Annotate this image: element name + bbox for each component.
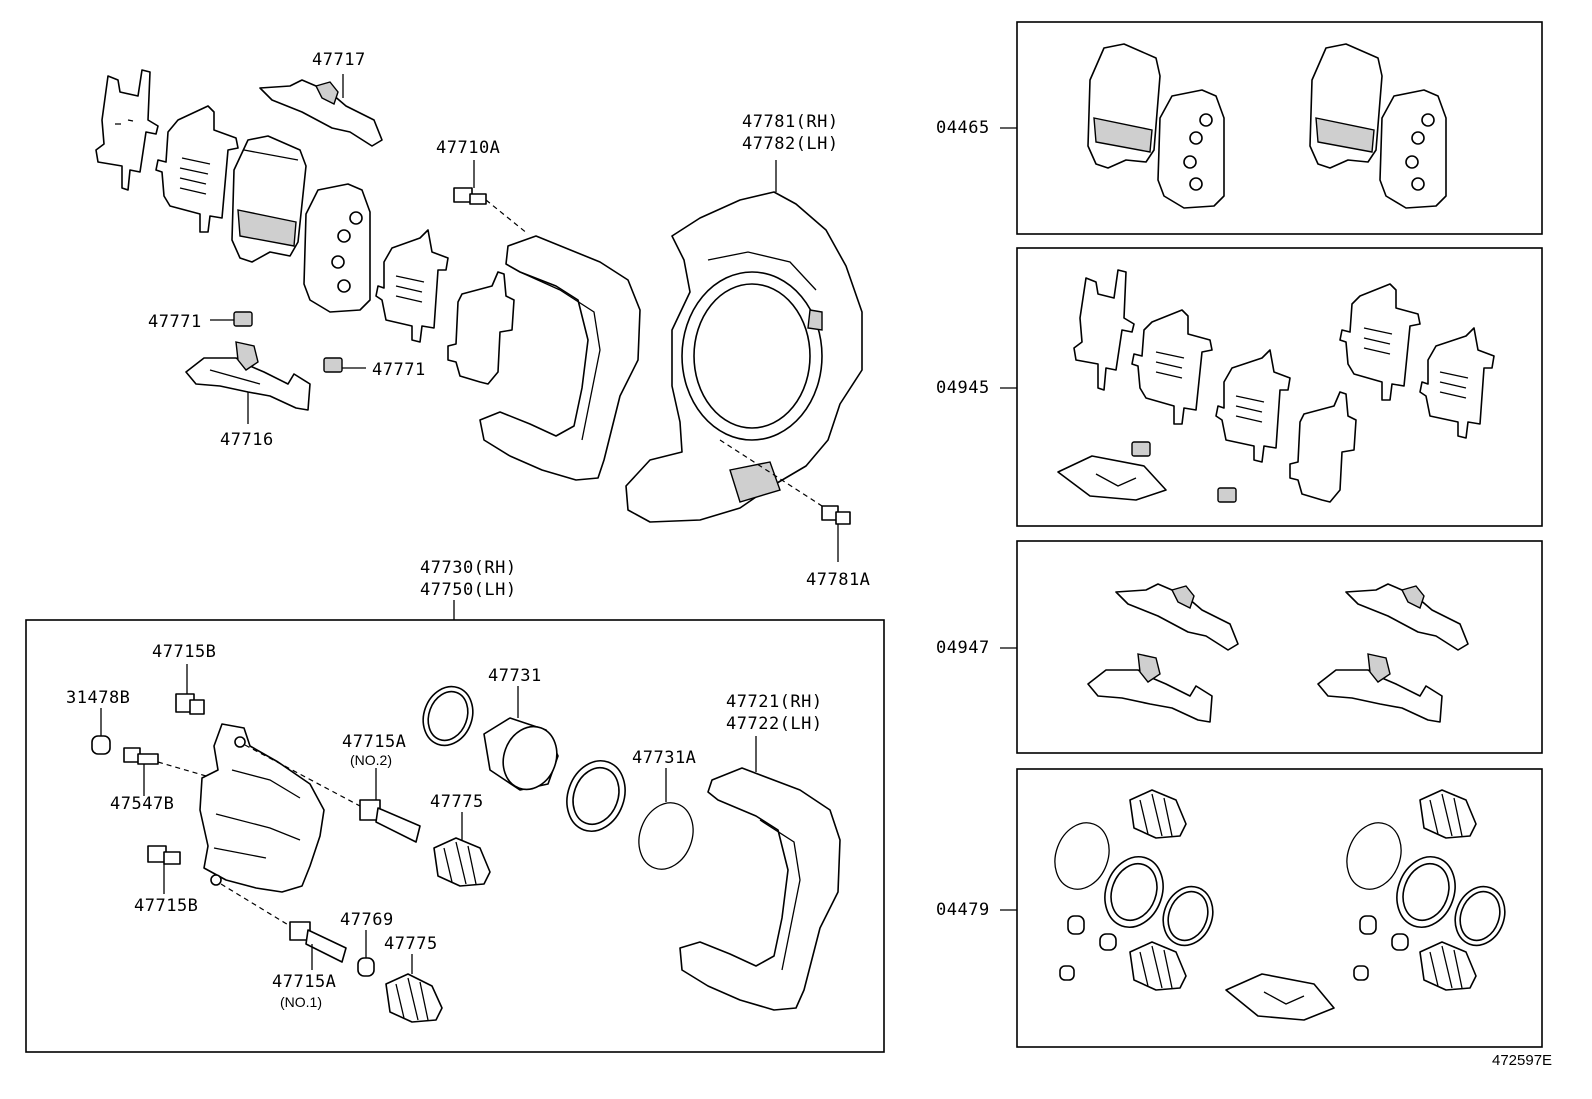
label-47771-b: 47771 [372,360,426,380]
pad-support-plate-47717 [259,74,383,147]
label-47715A-no1-sub: (NO.1) [280,994,322,1010]
label-31478B: 31478B [66,688,131,708]
label-kit-04465: 04465 [936,118,990,138]
label-47716: 47716 [220,430,274,450]
bolt-47715B-top [175,664,205,715]
piston-seal-ring [422,685,474,747]
bleeder-plug-47547B [123,747,207,796]
clip-47771-a [210,311,253,327]
boot-47775-a [433,812,491,887]
set-ring-47731A [638,768,694,870]
kit-box-04945 [1016,247,1543,527]
label-47715A-no2-sub: (NO.2) [350,752,392,768]
bolt-47710A [453,160,529,235]
label-47750-lh: 47750(LH) [420,580,517,600]
label-47715B-top: 47715B [152,642,217,662]
label-47775-a: 47775 [430,792,484,812]
kit-04479-seals [1000,789,1506,1021]
label-47731: 47731 [488,666,542,686]
label-47715B-bottom: 47715B [134,896,199,916]
slide-pin-47715A-no2 [359,768,421,843]
label-47769: 47769 [340,910,394,930]
label-47721-rh: 47721(RH) [726,692,823,712]
label-47547B: 47547B [110,794,175,814]
pad-support-plate-47716 [185,341,311,424]
caliper-assembly-box [25,619,885,1053]
label-47731A: 47731A [632,748,697,768]
kit-04947-plates [1000,583,1469,723]
label-kit-04479: 04479 [936,900,990,920]
anti-squeal-shim-inner [447,271,515,385]
anti-squeal-shim-left [155,105,239,233]
cap-31478B [91,708,111,755]
label-47771-a: 47771 [148,312,202,332]
disc-brake-cylinder-mounting [479,235,641,481]
label-47715A-no2: 47715A [342,732,407,752]
clip-47771-b [323,357,366,373]
caliper-housing [199,723,361,927]
piston-47731 [483,686,559,791]
brake-pad-outer [231,135,307,263]
bushing-47769 [357,930,375,977]
disc-brake-cylinder-mounting-lower [679,736,841,1011]
kit-04945-shims [1000,269,1495,503]
label-kit-04945: 04945 [936,378,990,398]
label-47710A: 47710A [436,138,501,158]
label-kit-04947: 04947 [936,638,990,658]
kit-box-04947 [1016,540,1543,754]
bolt-47715B-bottom [147,845,181,894]
label-47722-lh: 47722(LH) [726,714,823,734]
label-47717: 47717 [312,50,366,70]
kit-04465-pads [1000,43,1447,209]
label-47781-rh: 47781(RH) [742,112,839,132]
outer-anti-squeal-shim [95,69,159,191]
anti-squeal-shim-right [375,229,449,343]
bolt-47781A [821,505,851,562]
label-47715A-no1: 47715A [272,972,337,992]
slide-pin-47715A-no1 [289,921,347,970]
label-47782-lh: 47782(LH) [742,134,839,154]
label-47775-b: 47775 [384,934,438,954]
label-47781A: 47781A [806,570,871,590]
kit-box-04479 [1016,768,1543,1048]
diagram-code: 472597E [1492,1052,1553,1069]
brake-pad-inner [303,183,371,313]
disc-brake-dust-cover [625,160,863,523]
cylinder-boot [566,760,626,832]
label-47730-rh: 47730(RH) [420,558,517,578]
boot-47775-b [385,954,443,1023]
